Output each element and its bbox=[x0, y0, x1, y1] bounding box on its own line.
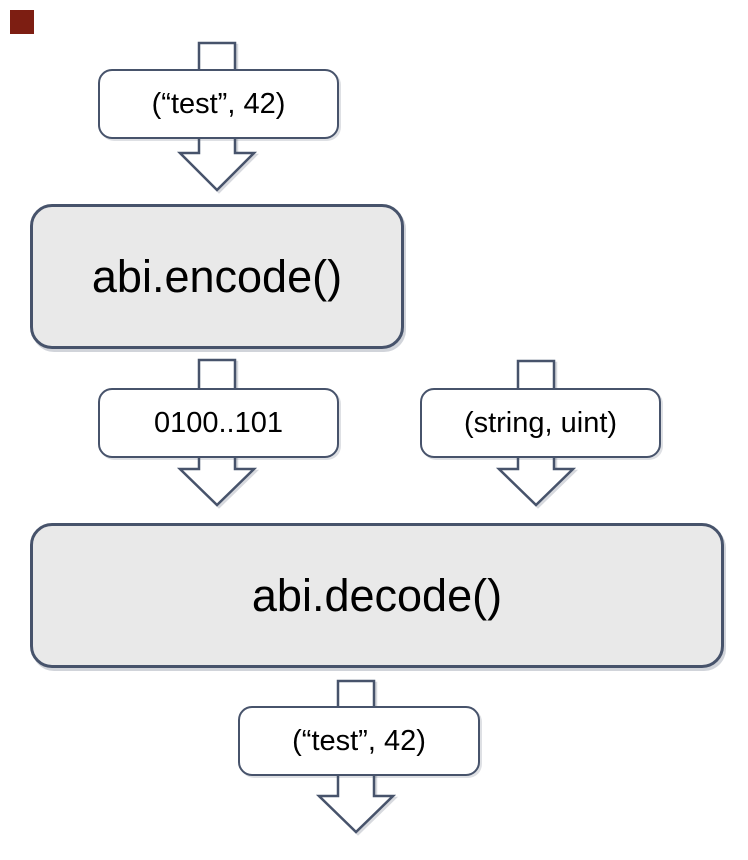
encoded-bytes-node: 0100..101 bbox=[98, 388, 339, 458]
red-square-marker bbox=[10, 10, 34, 34]
input-value-node: (“test”, 42) bbox=[98, 69, 339, 139]
output-value-node: (“test”, 42) bbox=[238, 706, 480, 776]
abi-encode-node: abi.encode() bbox=[30, 204, 404, 349]
abi-decode-node: abi.decode() bbox=[30, 523, 724, 668]
decode-types-node: (string, uint) bbox=[420, 388, 661, 458]
